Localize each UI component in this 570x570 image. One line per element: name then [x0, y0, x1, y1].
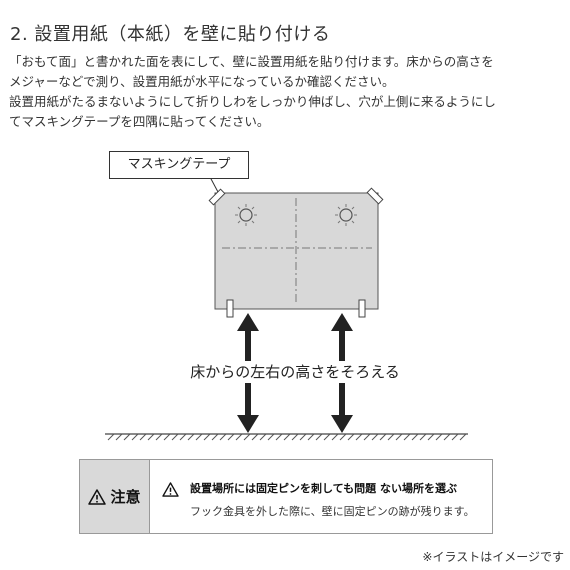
caution-line-1: 設置場所には固定ピンを刺しても問題 ない場所を選ぶ	[190, 482, 457, 495]
caution-box: 注意 設置場所には固定ピンを刺しても問題 ない場所を選ぶ フック金具を外した際に…	[79, 459, 493, 534]
instruction-line-3: 設置用紙がたるまないようにして折りしわをしっかり伸ばし、穴が上側に来るようにし	[9, 94, 496, 109]
tape-callout-leader	[209, 176, 219, 193]
hole-right-icon	[335, 204, 357, 226]
instruction-line-1: 「おもて面」と書かれた面を表にして、壁に設置用紙を貼り付けます。床からの高さを	[9, 54, 494, 69]
tape-top-left	[208, 188, 226, 206]
caution-body: 設置場所には固定ピンを刺しても問題 ない場所を選ぶ フック金具を外した際に、壁に…	[190, 460, 492, 533]
hole-left-icon	[235, 204, 257, 226]
warning-icon	[161, 482, 179, 497]
floor-height-label: 床からの左右の高さをそろえる	[180, 361, 410, 383]
instruction-line-4: てマスキングテープを四隅に貼ってください。	[9, 114, 270, 129]
page-heading: 2. 設置用紙（本紙）を壁に貼り付ける	[10, 24, 331, 45]
caution-icon-column	[150, 460, 190, 533]
illustration-footnote: ※イラストはイメージです	[422, 550, 564, 564]
caution-header: 注意	[80, 460, 150, 533]
instruction-line-2: メジャーなどで測り、設置用紙が水平になっているか確認ください。	[9, 74, 395, 89]
tape-bottom-right	[358, 299, 366, 318]
tape-top-right	[366, 187, 384, 205]
masking-tape-label: マスキングテープ	[109, 151, 249, 179]
caution-line-2: フック金具を外した際に、壁に固定ピンの跡が残ります。	[190, 505, 475, 518]
warning-icon	[88, 488, 107, 505]
tape-bottom-left	[226, 299, 234, 318]
floor-line	[105, 433, 468, 441]
caution-title: 注意	[110, 488, 141, 506]
